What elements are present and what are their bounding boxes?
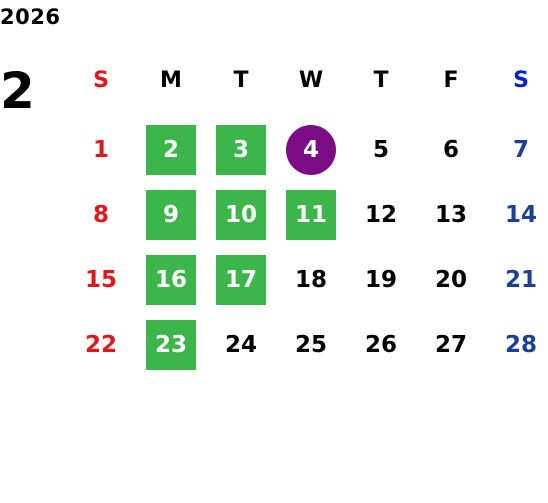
weekday-header: T xyxy=(233,67,249,93)
calendar-day[interactable]: 1 xyxy=(92,137,109,163)
calendar-day[interactable]: 6 xyxy=(442,137,459,163)
calendar-day[interactable]: 21 xyxy=(504,267,537,293)
month-number: 2 xyxy=(0,62,35,120)
calendar-day[interactable]: 5 xyxy=(372,137,389,163)
calendar-day[interactable]: 12 xyxy=(364,202,397,228)
calendar-day[interactable]: 4 xyxy=(286,125,336,175)
calendar-day[interactable]: 9 xyxy=(146,190,196,240)
weekday-header: S xyxy=(93,67,109,93)
calendar-day[interactable]: 23 xyxy=(146,320,196,370)
weekday-header: W xyxy=(298,67,324,93)
calendar-day[interactable]: 7 xyxy=(512,137,529,163)
calendar-day[interactable]: 16 xyxy=(146,255,196,305)
calendar-day[interactable]: 17 xyxy=(216,255,266,305)
calendar-day[interactable]: 24 xyxy=(224,332,257,358)
weekday-header: T xyxy=(373,67,389,93)
calendar-day[interactable]: 2 xyxy=(146,125,196,175)
calendar-day[interactable]: 15 xyxy=(84,267,117,293)
calendar-day[interactable]: 20 xyxy=(434,267,467,293)
calendar-day[interactable]: 26 xyxy=(364,332,397,358)
weekday-header: M xyxy=(160,67,182,93)
calendar-day[interactable]: 10 xyxy=(216,190,266,240)
calendar-day[interactable]: 3 xyxy=(216,125,266,175)
calendar-day[interactable]: 11 xyxy=(286,190,336,240)
calendar-day[interactable]: 27 xyxy=(434,332,467,358)
calendar-day[interactable]: 28 xyxy=(504,332,537,358)
calendar-day[interactable]: 13 xyxy=(434,202,467,228)
calendar-day[interactable]: 19 xyxy=(364,267,397,293)
calendar-day[interactable]: 14 xyxy=(504,202,537,228)
calendar-day[interactable]: 22 xyxy=(84,332,117,358)
year-label: 2026 xyxy=(0,5,61,29)
weekday-header: F xyxy=(443,67,459,93)
weekday-header: S xyxy=(513,67,529,93)
calendar-day[interactable]: 25 xyxy=(294,332,327,358)
calendar-day[interactable]: 8 xyxy=(92,202,109,228)
calendar-day[interactable]: 18 xyxy=(294,267,327,293)
